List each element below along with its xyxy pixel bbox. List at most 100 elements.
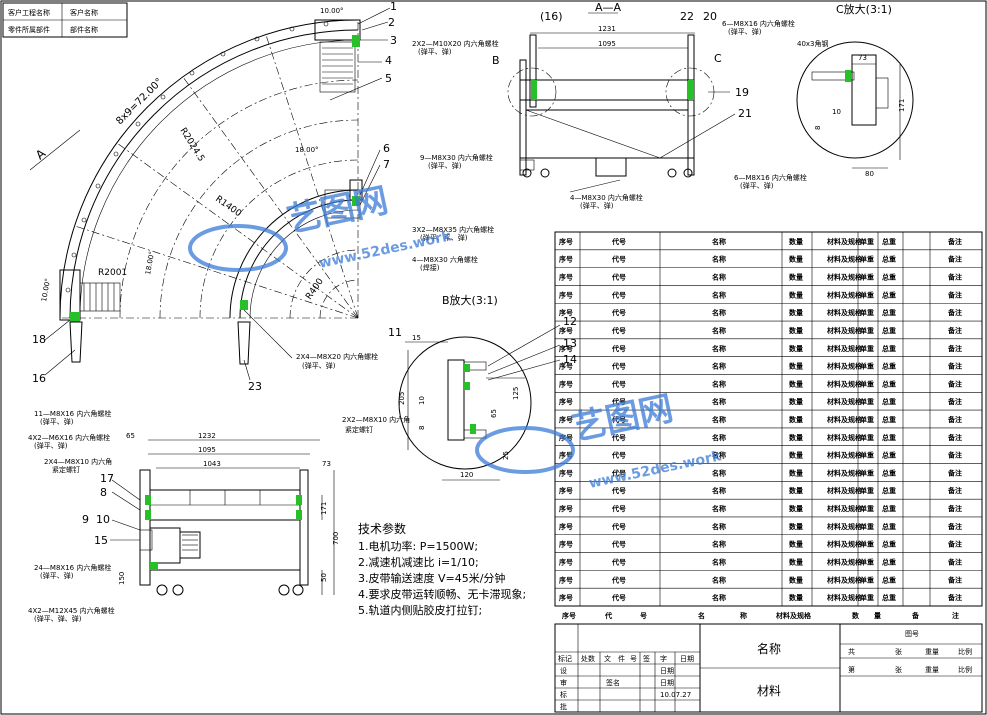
bom-cell-14-2: 名称 (712, 486, 726, 495)
note-23b: (弹平、弹) (302, 361, 336, 370)
bom-cell-12-0: 序号 (558, 451, 573, 460)
bom-head-10: 注 (952, 611, 959, 620)
bom-cell-13-0: 序号 (558, 468, 573, 477)
bom-head-2: 代 (604, 611, 612, 620)
bom-cell-13-6: 总重 (882, 468, 896, 477)
bom-cell-1-1: 代号 (611, 255, 626, 264)
note-2x4: 2X4—M8X10 内六角 (44, 457, 112, 466)
dim-b10: 10 (418, 396, 426, 405)
callout-19: 19 (735, 86, 749, 99)
bom-cell-3-4: 材料及规格 (826, 290, 863, 299)
bom-head-7: 数 (852, 611, 860, 620)
bom-cell-13-5: 单重 (860, 468, 874, 477)
bom-cell-18-6: 总重 (882, 557, 896, 566)
left-motor-fins (83, 283, 115, 311)
detail-b-title: B放大(3:1) (442, 293, 498, 307)
callout-18: 18 (32, 333, 46, 346)
tb-sheet2: 张 (895, 665, 902, 674)
bom-cell-20-2: 名称 (712, 593, 726, 602)
bom-cell-16-5: 单重 (860, 522, 874, 531)
callout-11: 11 (388, 326, 402, 339)
bom-cell-0-7: 备注 (947, 237, 962, 246)
bom-cell-18-0: 序号 (558, 557, 573, 566)
callout-17: 17 (100, 472, 114, 485)
note-7ab: (弹平、平、弹) (420, 233, 468, 242)
bom-cell-7-7: 备注 (947, 362, 962, 371)
bom-cell-19-3: 数量 (789, 575, 803, 584)
bom-cell-19-1: 代号 (611, 575, 626, 584)
callout-12: 12 (563, 315, 577, 328)
bom-cell-19-5: 单重 (860, 575, 874, 584)
bom-head-3: 号 (640, 611, 647, 620)
bom-cell-6-7: 备注 (947, 344, 962, 353)
bom-cell-9-5: 单重 (860, 397, 874, 406)
bom-cell-8-5: 单重 (860, 379, 874, 388)
tb-total: 共 (848, 647, 855, 656)
dim-65: 65 (126, 432, 135, 440)
bom-cell-18-4: 材料及规格 (826, 557, 863, 566)
tech-line-2: 2.减速机减速比 i=1/10; (358, 555, 479, 569)
bom-cell-1-4: 材料及规格 (826, 255, 863, 264)
bom-cell-10-3: 数量 (789, 415, 803, 424)
bom-cell-1-2: 名称 (712, 255, 726, 264)
callout-9: 9 (82, 513, 89, 526)
motor-fins (322, 47, 353, 85)
bom-cell-7-2: 名称 (712, 362, 726, 371)
bom-cell-1-6: 总重 (882, 255, 896, 264)
bom-cell-13-1: 代号 (611, 468, 626, 477)
bom-cell-11-3: 数量 (789, 433, 803, 442)
section-aa-title: A—A (595, 1, 622, 14)
radius-r2001: R2001 (98, 268, 127, 278)
label-b: B (492, 54, 500, 67)
callout-22: 22 (680, 10, 694, 23)
tb-name: 名称 (757, 641, 781, 656)
tb-count: 处数 (581, 654, 595, 663)
bom-cell-3-7: 备注 (947, 290, 962, 299)
tb-std: 标 (560, 690, 567, 699)
plan-view: 1 2 3 4 5 6 7 18 16 23 2X2—M10X20 内六角螺栓 … (29, 0, 499, 393)
note-11b: (弹平、弹) (40, 417, 74, 426)
dim-c73: 73 (858, 54, 867, 62)
bom-cell-2-4: 材料及规格 (826, 273, 863, 282)
bom-cell-3-3: 数量 (789, 290, 803, 299)
bom-cell-12-3: 数量 (789, 451, 803, 460)
tb-mark: 标记 (558, 654, 572, 663)
dim-1095: 1095 (198, 446, 216, 454)
bom-header-row: 序号 代 号 名 称 材料及规格 数 量 备 注 (561, 611, 959, 620)
bom-cell-1-5: 单重 (860, 255, 874, 264)
bom-cell-8-7: 备注 (947, 379, 962, 388)
header-r2c2: 部件名称 (70, 25, 98, 34)
bom-cell-19-7: 备注 (947, 575, 962, 584)
bom-cell-20-0: 序号 (558, 593, 573, 602)
tb-design: 设 (560, 666, 567, 675)
bom-cell-3-6: 总重 (882, 290, 896, 299)
dim-1232: 1232 (198, 432, 216, 440)
bom-cell-9-3: 数量 (789, 397, 803, 406)
bom-cell-4-6: 总重 (882, 308, 896, 317)
dim-171: 171 (320, 502, 328, 515)
bom-cell-2-2: 名称 (712, 273, 726, 282)
callout-6: 6 (383, 142, 390, 155)
angle-18a: 18.00° (295, 146, 319, 154)
bom-cell-9-7: 备注 (947, 397, 962, 406)
header-r1c2: 客户名称 (70, 8, 98, 17)
front-motor-fins (182, 534, 198, 551)
bom-cell-5-3: 数量 (789, 326, 803, 335)
bom-cell-2-1: 代号 (611, 273, 626, 282)
callout-1: 1 (390, 0, 397, 13)
dim-b125: 125 (512, 387, 520, 400)
plan-callouts: 1 2 3 4 5 6 7 18 16 23 (32, 0, 397, 393)
header-r2c1: 零件所属部件 (8, 25, 50, 34)
dim-b65: 65 (490, 409, 498, 418)
note-4x2: 4X2—M6X16 内六角螺栓 (28, 433, 110, 442)
bom-cell-6-0: 序号 (558, 344, 573, 353)
bom-cell-2-3: 数量 (789, 273, 803, 282)
dim-1231: 1231 (598, 25, 616, 33)
bom-cell-17-5: 单重 (860, 540, 874, 549)
tech-line-5: 5.轨道内侧贴胶皮打拉钉; (358, 603, 482, 617)
bom-cell-12-4: 材料及规格 (826, 451, 863, 460)
bom-cell-20-6: 总重 (882, 593, 896, 602)
tb-drawing-no: 图号 (905, 630, 919, 638)
dim-c8: 8 (814, 126, 822, 130)
